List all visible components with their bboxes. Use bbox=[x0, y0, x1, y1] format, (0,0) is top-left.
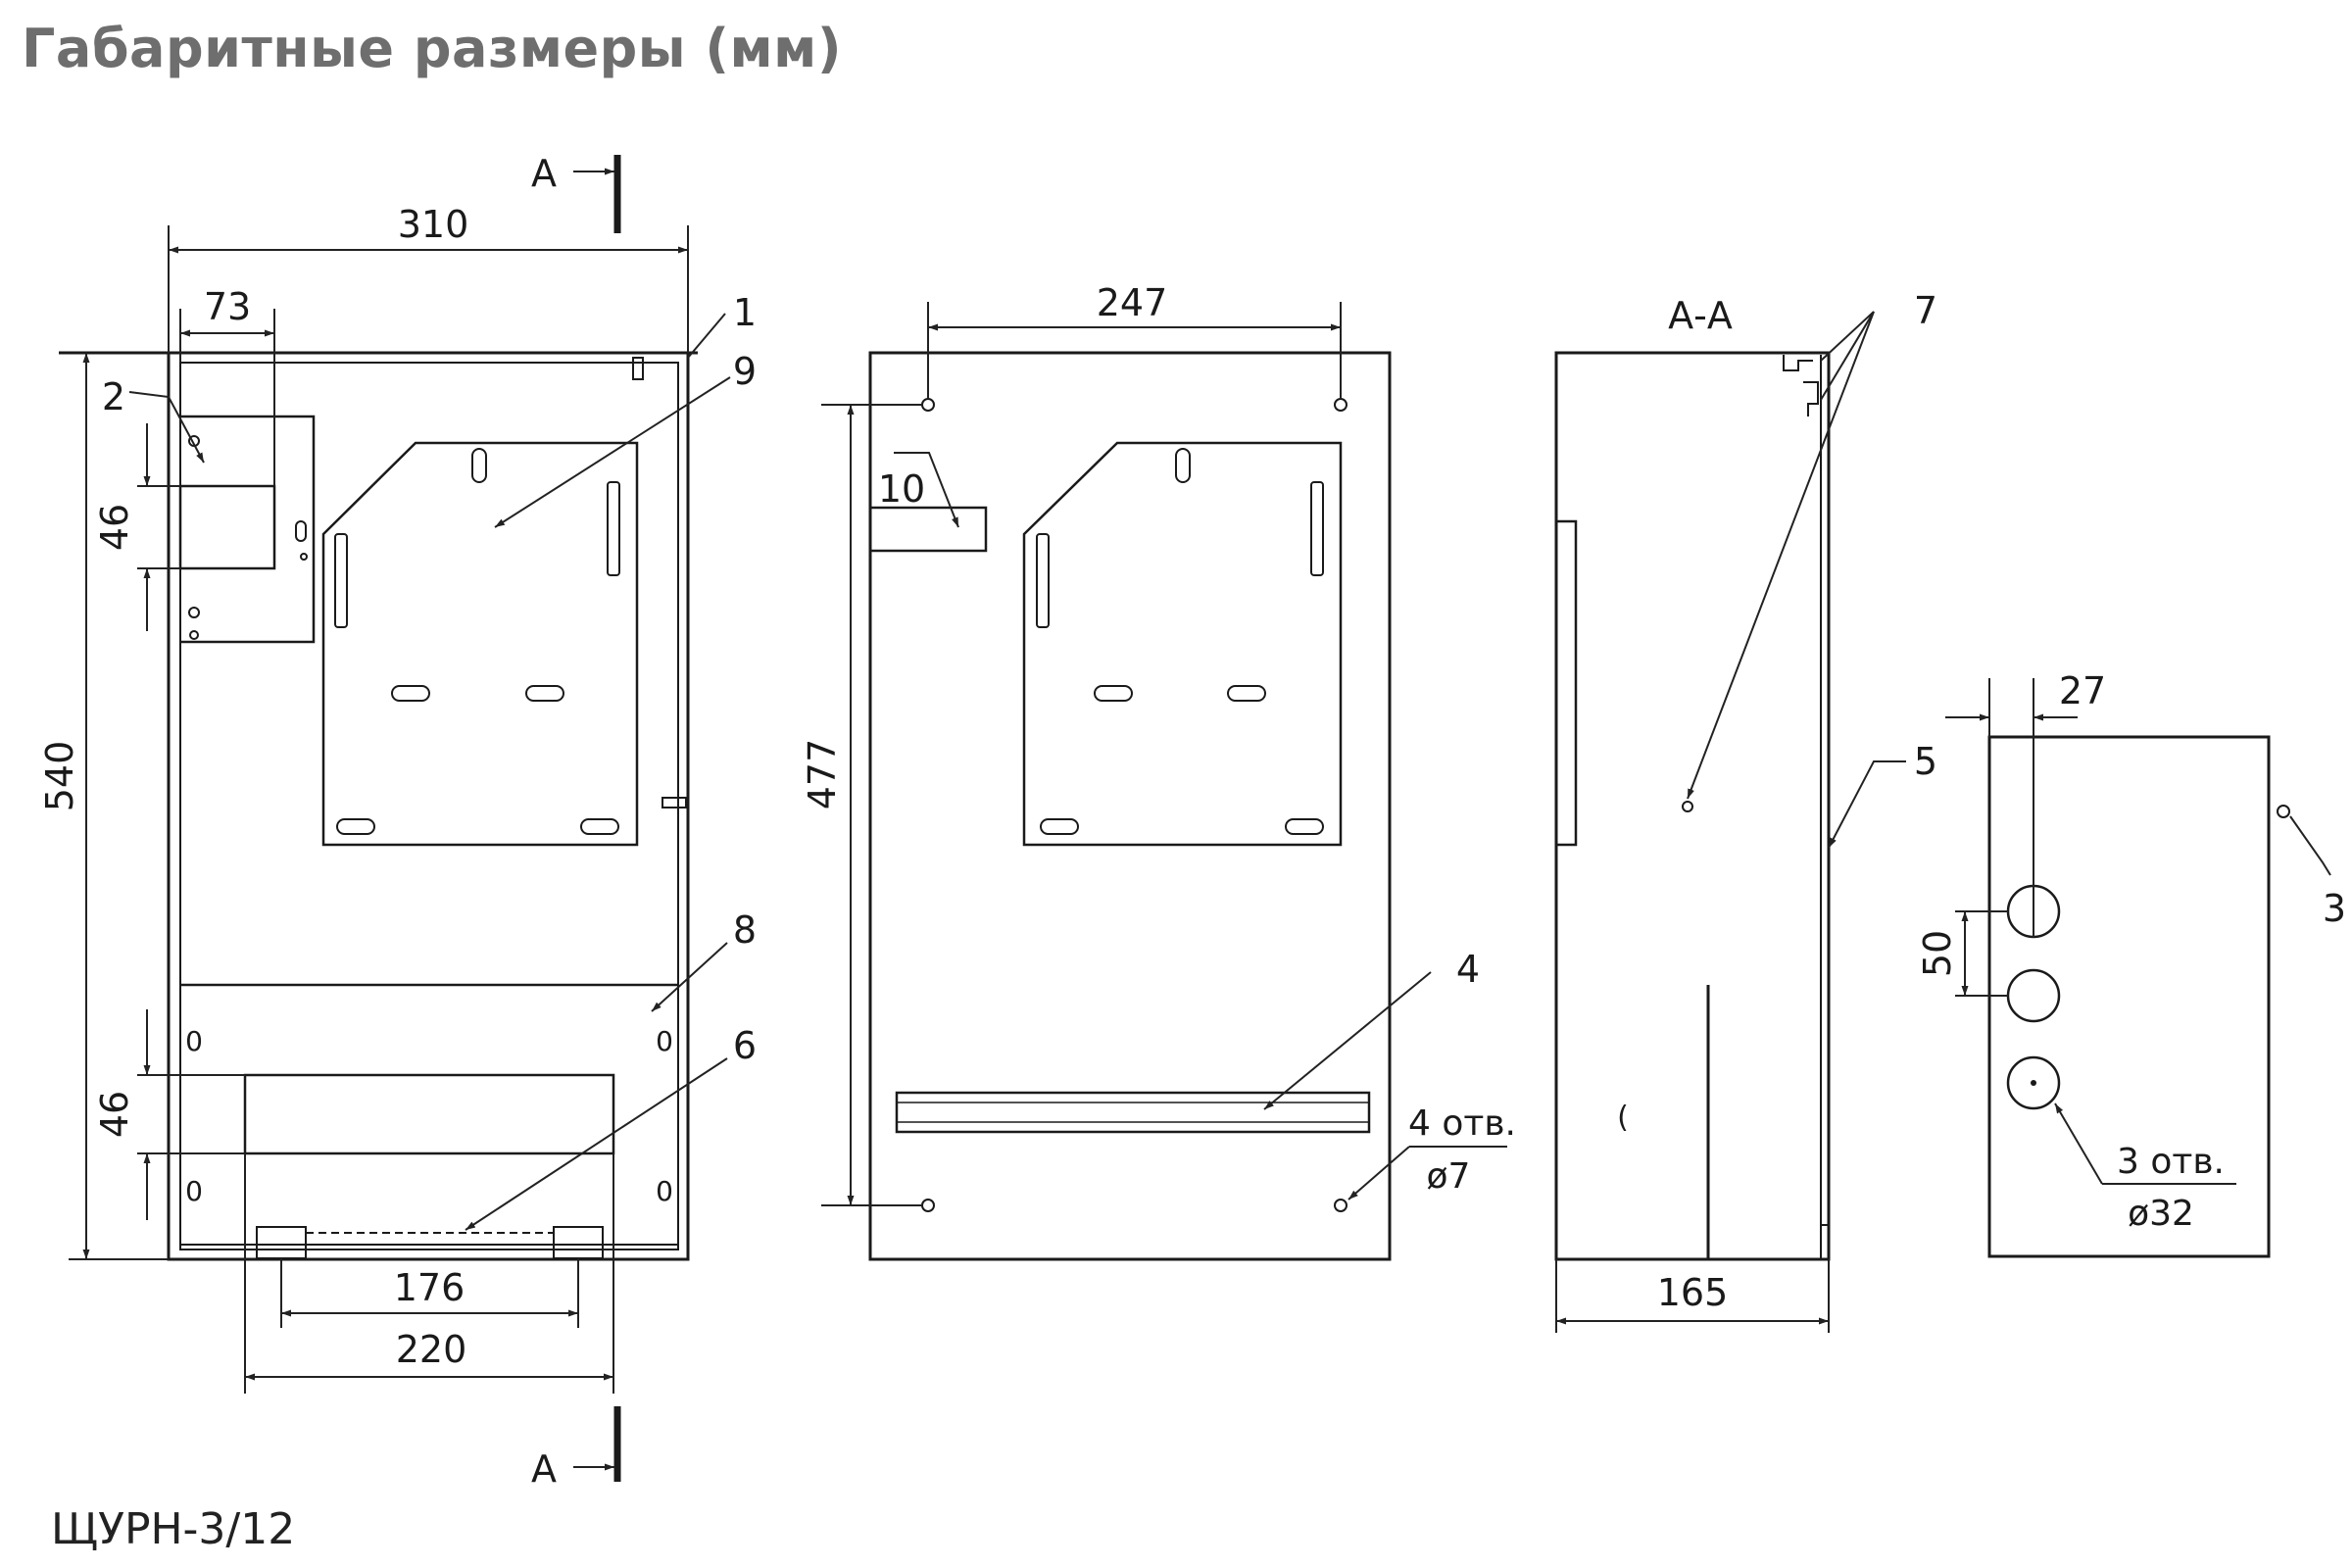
callout-2: 2 bbox=[102, 375, 125, 418]
callout-8: 8 bbox=[733, 908, 757, 952]
bottom-view: 27 50 3 отв. ø32 3 bbox=[1916, 669, 2346, 1258]
note-3-holes-line2: ø32 bbox=[2128, 1194, 2194, 1234]
front-view: 0 0 0 0 310 73 540 46 46 bbox=[38, 152, 757, 1491]
svg-text:0: 0 bbox=[656, 1025, 673, 1057]
dim-50-label: 50 bbox=[1916, 930, 1959, 977]
enclosure-outer bbox=[167, 351, 690, 1261]
callout-3: 3 bbox=[2323, 887, 2346, 930]
dim-46-top-label: 46 bbox=[93, 504, 136, 551]
back-panel bbox=[868, 351, 1392, 1261]
svg-text:0: 0 bbox=[185, 1025, 203, 1057]
din-rail bbox=[895, 1091, 1371, 1134]
callout-5: 5 bbox=[1914, 740, 1937, 783]
callout-6: 6 bbox=[733, 1024, 757, 1067]
dim-27-label: 27 bbox=[2059, 669, 2106, 712]
note-3-holes-line1: 3 отв. bbox=[2117, 1142, 2225, 1182]
section-view-title: А-А bbox=[1668, 294, 1733, 337]
model-label: ЩУРН-3/12 bbox=[51, 1504, 296, 1554]
dim-540-label: 540 bbox=[38, 741, 81, 812]
dim-477-label: 477 bbox=[801, 739, 844, 810]
mounting-plate bbox=[321, 441, 639, 847]
svg-text:(: ( bbox=[1617, 1101, 1629, 1135]
section-view: А-А ( 165 7 5 bbox=[1554, 289, 1937, 1333]
svg-text:0: 0 bbox=[656, 1175, 673, 1207]
section-mark-top: А bbox=[531, 152, 557, 195]
enclosure-inner bbox=[179, 362, 679, 1250]
dim-165-label: 165 bbox=[1657, 1271, 1729, 1314]
callout-1: 1 bbox=[733, 291, 757, 334]
callout-4: 4 bbox=[1456, 948, 1480, 991]
section-mark-bottom: А bbox=[531, 1447, 557, 1491]
note-4-holes-line2: ø7 bbox=[1427, 1156, 1471, 1197]
callout-7: 7 bbox=[1914, 289, 1937, 332]
dim-220-label: 220 bbox=[396, 1328, 467, 1371]
callout-10: 10 bbox=[878, 467, 925, 511]
note-4-holes-line1: 4 отв. bbox=[1408, 1103, 1516, 1144]
svg-text:0: 0 bbox=[185, 1175, 203, 1207]
back-view: 247 477 10 4 4 отв. ø7 bbox=[801, 281, 1516, 1261]
dim-46-bottom-label: 46 bbox=[93, 1091, 136, 1138]
dim-247-label: 247 bbox=[1097, 281, 1168, 324]
callout-9: 9 bbox=[733, 350, 757, 393]
page-title: Габаритные размеры (мм) bbox=[22, 18, 843, 79]
dim-310-label: 310 bbox=[398, 203, 469, 246]
dim-73-label: 73 bbox=[204, 285, 251, 328]
dim-176-label: 176 bbox=[394, 1266, 466, 1309]
